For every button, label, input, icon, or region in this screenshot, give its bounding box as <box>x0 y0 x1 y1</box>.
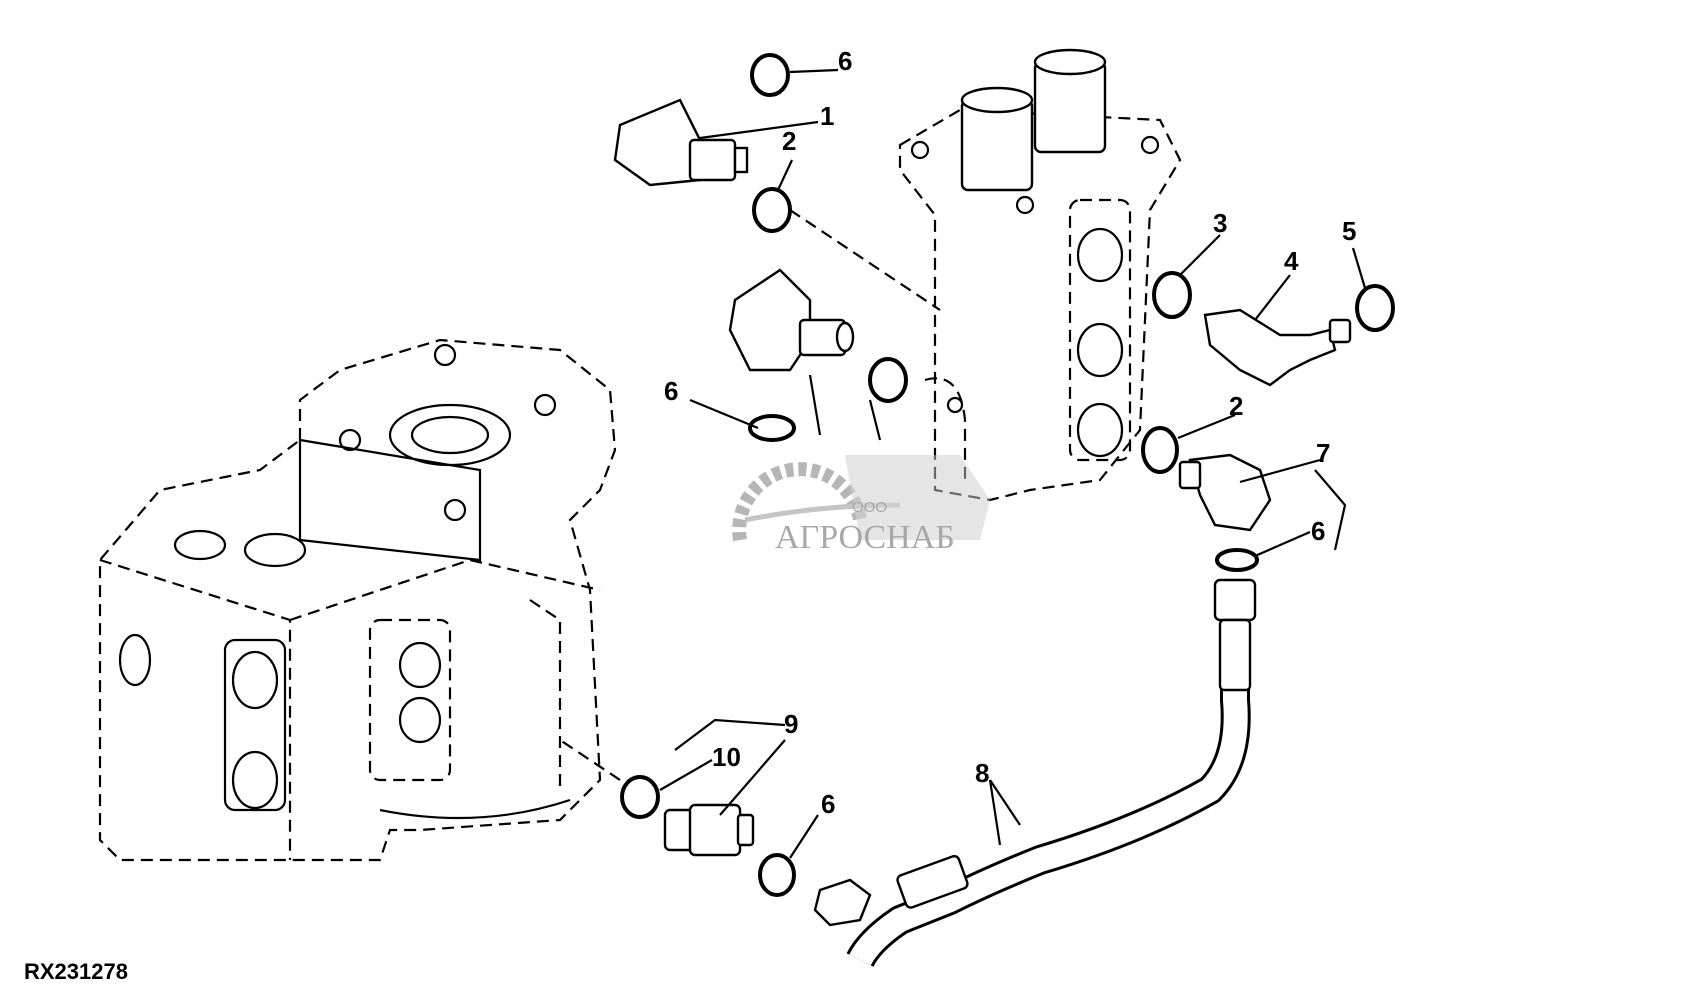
callout-3: 3 <box>1213 208 1227 238</box>
callout-labels: 6 1 2 3 4 5 6 2 7 6 9 10 6 8 <box>664 46 1356 819</box>
callout-8: 8 <box>975 758 989 788</box>
o-ring <box>1141 426 1179 474</box>
fitting-9 <box>663 803 755 857</box>
watermark-name: АГРОСНАБ <box>775 519 955 556</box>
o-ring <box>748 414 796 442</box>
o-ring <box>1215 548 1259 572</box>
watermark-logo: ООО АГРОСНАБ <box>732 455 990 556</box>
o-ring <box>758 853 796 897</box>
o-ring <box>620 775 660 819</box>
callout-2-right: 2 <box>1229 391 1243 421</box>
o-ring <box>750 53 790 97</box>
callout-6-top: 6 <box>838 46 852 76</box>
callout-5: 5 <box>1342 216 1356 246</box>
fitting-1 <box>613 98 749 187</box>
o-ring <box>1152 271 1192 319</box>
callout-6-left: 6 <box>664 376 678 406</box>
o-ring <box>1355 284 1395 332</box>
fitting-4 <box>1203 308 1352 387</box>
callout-4: 4 <box>1284 246 1299 276</box>
priority-valve <box>898 48 1182 502</box>
watermark-prefix: ООО <box>852 499 887 516</box>
leader-lines <box>659 68 1367 859</box>
elbow-fitting <box>728 268 855 372</box>
callout-1: 1 <box>820 101 834 131</box>
callout-6-right: 6 <box>1311 516 1325 546</box>
o-ring <box>868 357 908 403</box>
hose-8 <box>813 578 1257 968</box>
callout-7: 7 <box>1316 438 1330 468</box>
figure-code: RX231278 <box>24 959 128 984</box>
o-rings <box>620 53 1395 897</box>
callout-9: 9 <box>784 709 798 739</box>
o-ring <box>752 187 792 233</box>
steering-valve-unit <box>98 338 617 862</box>
fitting-7 <box>1178 453 1272 532</box>
callout-10: 10 <box>712 742 741 772</box>
callout-2-top: 2 <box>782 126 796 156</box>
callout-6-bottom: 6 <box>821 789 835 819</box>
